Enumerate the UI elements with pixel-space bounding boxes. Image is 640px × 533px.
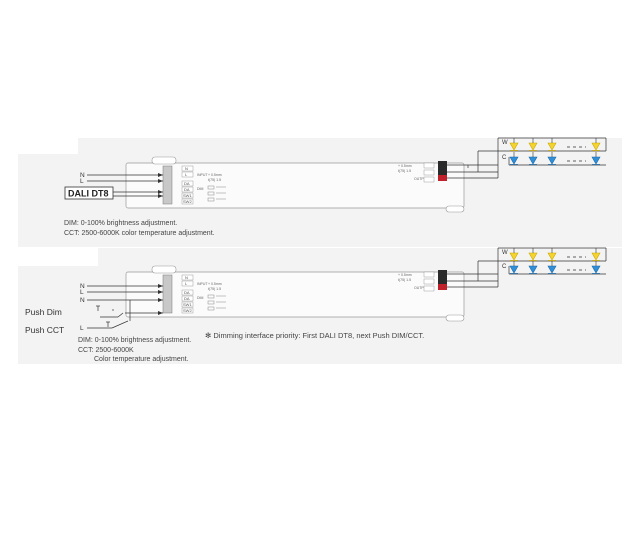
terminal-label: L <box>185 281 188 286</box>
driver-body <box>125 271 465 318</box>
driver-small-print: INPUT DIM + 0.5mm t(75) 1.5 + 0.5mm t(75… <box>197 164 429 191</box>
input-arrows <box>158 173 163 198</box>
input-n-label: N <box>80 172 85 179</box>
led-string-cold <box>509 151 601 165</box>
terminal-label: N <box>185 166 188 171</box>
dim-note: DIM: 0-100% brightness adjustment. <box>78 337 192 344</box>
warm-led-label: W <box>502 250 508 256</box>
input-wiring <box>87 174 163 197</box>
terminal-label: SW2 <box>183 199 192 204</box>
input-wiring <box>87 285 163 329</box>
svg-text:+ 0.5mm: + 0.5mm <box>208 173 222 177</box>
input-terminal-labels: N L DA DA SW1 SW2 <box>181 165 194 205</box>
led-string-cold <box>509 260 601 274</box>
push-cct-label: Push CCT <box>25 325 64 335</box>
input-n-label: N <box>80 283 85 290</box>
cct-note-continued: Color temperature adjustment. <box>94 356 189 363</box>
input-arrows <box>158 284 163 315</box>
terminal-label: SW2 <box>183 308 192 313</box>
bottom-diagram: N L DA DA SW1 SW2 INPUT DIM + 0.5mm t(75… <box>25 247 607 335</box>
terminal-block <box>162 274 173 314</box>
output-wiring <box>447 137 607 179</box>
push-switch-icon <box>96 305 110 327</box>
cct-note: CCT: 2500-6000K color temperature adjust… <box>64 230 215 237</box>
priority-note: ✻ Dimming interface priority: First DALI… <box>205 331 425 340</box>
driver-mount-tab <box>151 265 177 274</box>
terminal-label: DA <box>184 187 190 192</box>
svg-text:+ 0.5mm: + 0.5mm <box>208 282 222 286</box>
input-l-label: L <box>80 289 84 296</box>
driver-icons <box>207 294 226 311</box>
led-string-warm <box>509 247 601 261</box>
terminal-label: SW1 <box>183 302 192 307</box>
terminal-label: L <box>185 172 188 177</box>
dali-box <box>64 186 114 200</box>
input-n-label: N <box>80 297 85 304</box>
cold-led-label: C <box>502 264 507 270</box>
svg-text:t(75) 1.5: t(75) 1.5 <box>208 287 221 291</box>
terminal-label: DA <box>184 290 190 295</box>
driver-mount-tab <box>445 314 465 322</box>
terminal-label: DA <box>184 181 190 186</box>
input-l-label: L <box>80 178 84 185</box>
led-string-warm <box>509 137 601 151</box>
panel-tab-cutout <box>18 138 78 154</box>
driver-body <box>125 162 465 209</box>
cold-led-label: C <box>502 155 507 161</box>
svg-text:+ 0.5mm: + 0.5mm <box>398 273 412 277</box>
warm-led-label: W <box>502 140 508 146</box>
svg-text:DIM: DIM <box>197 187 204 191</box>
output-terminal-block <box>423 270 447 292</box>
terminal-label: SW1 <box>183 193 192 198</box>
terminal-label: N <box>185 275 188 280</box>
terminal-label: DA <box>184 296 190 301</box>
push-dim-label: Push Dim <box>25 307 62 317</box>
driver-mount-tab <box>151 156 177 165</box>
top-diagram: N L DA DA SW1 SW2 INPUT DIM + 0.5mm t(75… <box>64 137 607 213</box>
dali-label: DALI DT8 <box>68 189 109 199</box>
output-wiring <box>447 247 607 288</box>
svg-text:DIM: DIM <box>197 296 204 300</box>
terminal-block <box>162 165 173 205</box>
svg-text:INPUT: INPUT <box>197 282 208 286</box>
input-l-label: L <box>80 325 84 332</box>
svg-text:OUTPUT: OUTPUT <box>414 286 429 290</box>
svg-text:t(75) 1.5: t(75) 1.5 <box>398 169 411 173</box>
svg-text:INPUT: INPUT <box>197 173 208 177</box>
panel-tab-cutout <box>18 248 98 266</box>
svg-text:t(75) 1.5: t(75) 1.5 <box>208 178 221 182</box>
svg-text:t(75) 1.5: t(75) 1.5 <box>398 278 411 282</box>
svg-text:+ 0.5mm: + 0.5mm <box>398 164 412 168</box>
output-terminal-block <box>423 161 447 183</box>
cct-note: CCT: 2500-6000K <box>78 347 134 354</box>
driver-small-print: INPUT DIM + 0.5mm t(75) 1.5 + 0.5mm t(75… <box>197 273 429 300</box>
driver-mount-tab <box>445 205 465 213</box>
driver-icons <box>207 185 226 202</box>
input-terminal-labels: N L DA DA SW1 SW2 <box>181 274 194 314</box>
svg-text:OUTPUT: OUTPUT <box>414 177 429 181</box>
dim-note: DIM: 0-100% brightness adjustment. <box>64 220 178 227</box>
